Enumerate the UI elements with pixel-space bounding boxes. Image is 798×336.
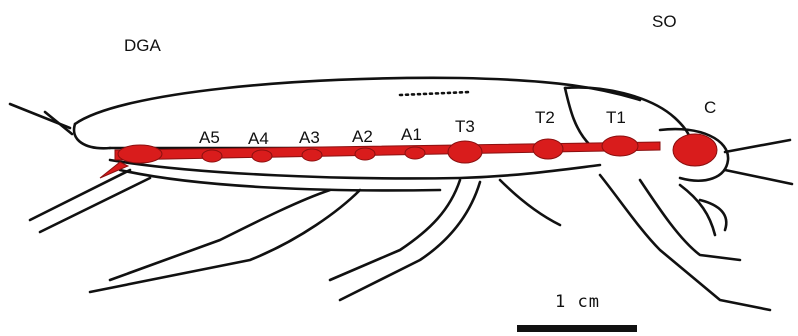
label-a3: A3	[299, 128, 320, 148]
label-a2: A2	[352, 127, 373, 147]
label-a5: A5	[199, 128, 220, 148]
label-dga: DGA	[124, 36, 161, 56]
scale-label: 1 cm	[555, 292, 600, 312]
label-t2: T2	[535, 108, 555, 128]
label-t1: T1	[606, 108, 626, 128]
label-so: SO	[652, 12, 677, 32]
scale-bar	[517, 325, 637, 332]
label-a4: A4	[248, 129, 269, 149]
label-a1: A1	[401, 125, 422, 145]
label-t3: T3	[455, 117, 475, 137]
label-c: C	[704, 98, 716, 118]
cockroach-outline	[10, 78, 792, 310]
